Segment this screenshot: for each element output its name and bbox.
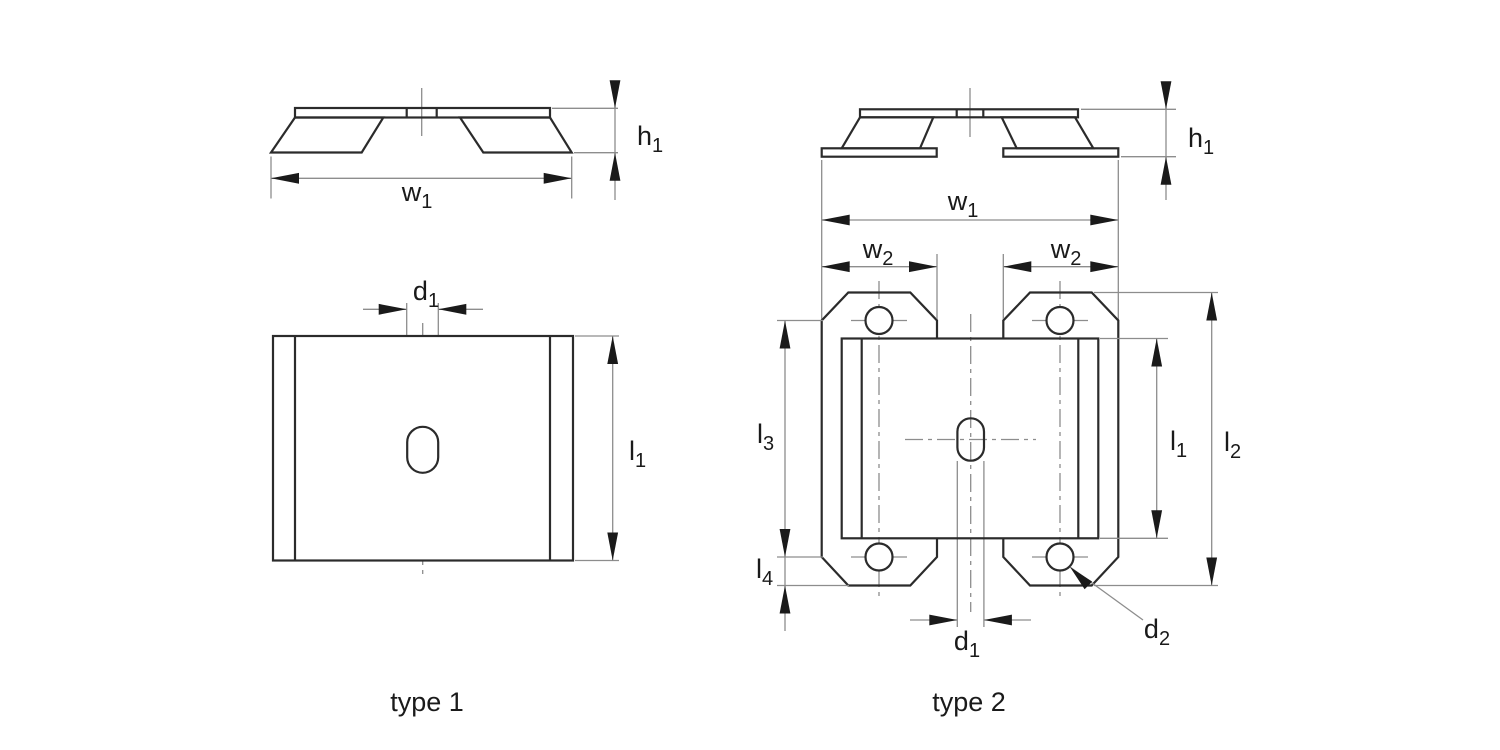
dim-label-l4: l4: [756, 554, 773, 590]
arrowhead-right: [929, 614, 958, 626]
arrowhead-left: [983, 614, 1012, 626]
dim-label-l2: l2: [1224, 427, 1241, 463]
dim-label-d2: d2: [1144, 614, 1170, 650]
type2-foot-left: [820, 147, 938, 158]
type2-dim-w2-right: w2: [1002, 234, 1119, 319]
type2-dim-w1: w1: [821, 160, 1119, 320]
arrowhead-right: [543, 172, 572, 184]
dim-label-h1: h1: [637, 121, 663, 157]
type1-side-view: [268, 88, 574, 154]
caption-type2: type 2: [932, 687, 1006, 717]
type2-dim-l1: l1: [1100, 337, 1187, 539]
arrowhead-left: [271, 172, 299, 184]
type1-top-plate: [293, 106, 552, 119]
type1-body: [271, 334, 575, 562]
arrowhead-right: [1090, 261, 1119, 273]
type2-dim-h1: h1: [1081, 81, 1214, 200]
type1-dim-l1: l1: [575, 335, 646, 562]
arrowhead-up: [609, 152, 621, 181]
arrowhead-right: [1090, 214, 1119, 226]
dim-label-h1: h1: [1188, 123, 1214, 159]
arrowhead-down: [779, 529, 791, 557]
type2-dim-l4: l4: [756, 554, 849, 631]
type2-dim-w2-left: w2: [821, 234, 938, 319]
dim-label-w2: w2: [1050, 234, 1082, 270]
type1-leg-left: [268, 116, 386, 154]
dim-label-w2: w2: [862, 234, 894, 270]
type2-center-slot: [956, 417, 986, 462]
arrowhead-down: [1206, 557, 1218, 586]
arrowhead-up: [1160, 156, 1172, 185]
arrowhead-right: [909, 261, 937, 273]
type2-dim-l2: l2: [1094, 291, 1241, 587]
mounting-hole-bottom-left: [864, 542, 894, 572]
dim-label-l1: l1: [1170, 426, 1187, 462]
type1-dim-h1: h1: [552, 80, 663, 200]
type1-leg-right: [457, 116, 574, 154]
arrowhead-left: [438, 303, 467, 315]
type1-center-slot: [406, 425, 440, 474]
dim-label-l3: l3: [757, 419, 774, 455]
dim-label-d1: d1: [413, 276, 439, 312]
dim-label-l1: l1: [629, 436, 646, 472]
dim-label-d1: d1: [954, 626, 980, 662]
type2-leg-left: [839, 116, 935, 150]
dim-label-w1: w1: [401, 177, 433, 213]
type2-top-plate: [858, 108, 1080, 119]
mounting-hole-top-left: [864, 305, 894, 336]
arrowhead-down: [607, 532, 619, 561]
caption-type1: type 1: [390, 687, 464, 717]
arrowhead-up: [1206, 292, 1218, 321]
arrowhead-up: [779, 320, 791, 349]
type1-dim-w1: w1: [270, 156, 573, 213]
type2-side-view: [820, 88, 1120, 158]
type2-foot-right: [1002, 147, 1120, 158]
type2-dim-d2: d2: [1069, 566, 1170, 650]
type2-wing-right: [1002, 291, 1120, 587]
type2-leg-right: [999, 116, 1096, 150]
type1-top-view: [271, 303, 575, 577]
arrowhead-upleft: [1070, 567, 1093, 590]
type2-dim-d1: d1: [910, 614, 1031, 662]
arrowhead-down: [1160, 81, 1172, 110]
mounting-hole-top-right: [1045, 305, 1075, 336]
arrowhead-down: [1151, 510, 1163, 539]
arrowhead-left: [821, 261, 850, 273]
type2-dim-l3: l3: [757, 319, 823, 558]
arrowhead-left: [821, 214, 850, 226]
arrowhead-right: [378, 303, 407, 315]
dim-label-w1: w1: [947, 186, 979, 222]
arrowhead-left: [1003, 261, 1032, 273]
arrowhead-up: [779, 585, 791, 614]
type2-wing-left: [820, 291, 939, 587]
type2-top-view: [820, 281, 1120, 627]
type1-dim-d1: d1: [363, 276, 483, 315]
arrowhead-down: [609, 80, 621, 109]
arrowhead-up: [607, 336, 619, 364]
arrowhead-up: [1151, 338, 1163, 367]
mounting-hole-bottom-right: [1045, 542, 1075, 572]
type2-body: [840, 337, 1100, 540]
